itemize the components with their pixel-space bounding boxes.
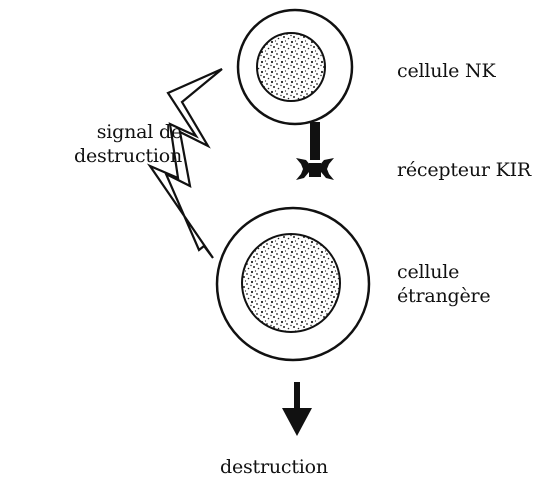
nk-cell [238, 10, 352, 124]
kir-receptor-label: récepteur KIR [397, 158, 531, 182]
destruction-signal-label: signal de destruction [40, 120, 182, 168]
kir-receptor [296, 122, 334, 180]
foreign-cell-label-line1: cellule [397, 260, 490, 284]
kir-receptor-core [309, 163, 321, 177]
kir-receptor-stalk [310, 122, 320, 160]
destruction-arrow-shaft [294, 382, 300, 412]
foreign-cell-label-line2: étrangère [397, 284, 490, 308]
destruction-signal-label-line1: signal de [40, 120, 182, 144]
destruction-label: destruction [220, 455, 328, 479]
destruction-arrow-head [282, 408, 312, 436]
foreign-cell [217, 208, 369, 360]
nk-cell-label: cellule NK [397, 59, 495, 83]
foreign-cell-nucleus [242, 234, 340, 332]
nk-cell-nucleus [257, 33, 325, 101]
foreign-cell-label: cellule étrangère [397, 260, 490, 308]
destruction-signal-label-line2: destruction [40, 144, 182, 168]
destruction-arrow [282, 382, 312, 436]
